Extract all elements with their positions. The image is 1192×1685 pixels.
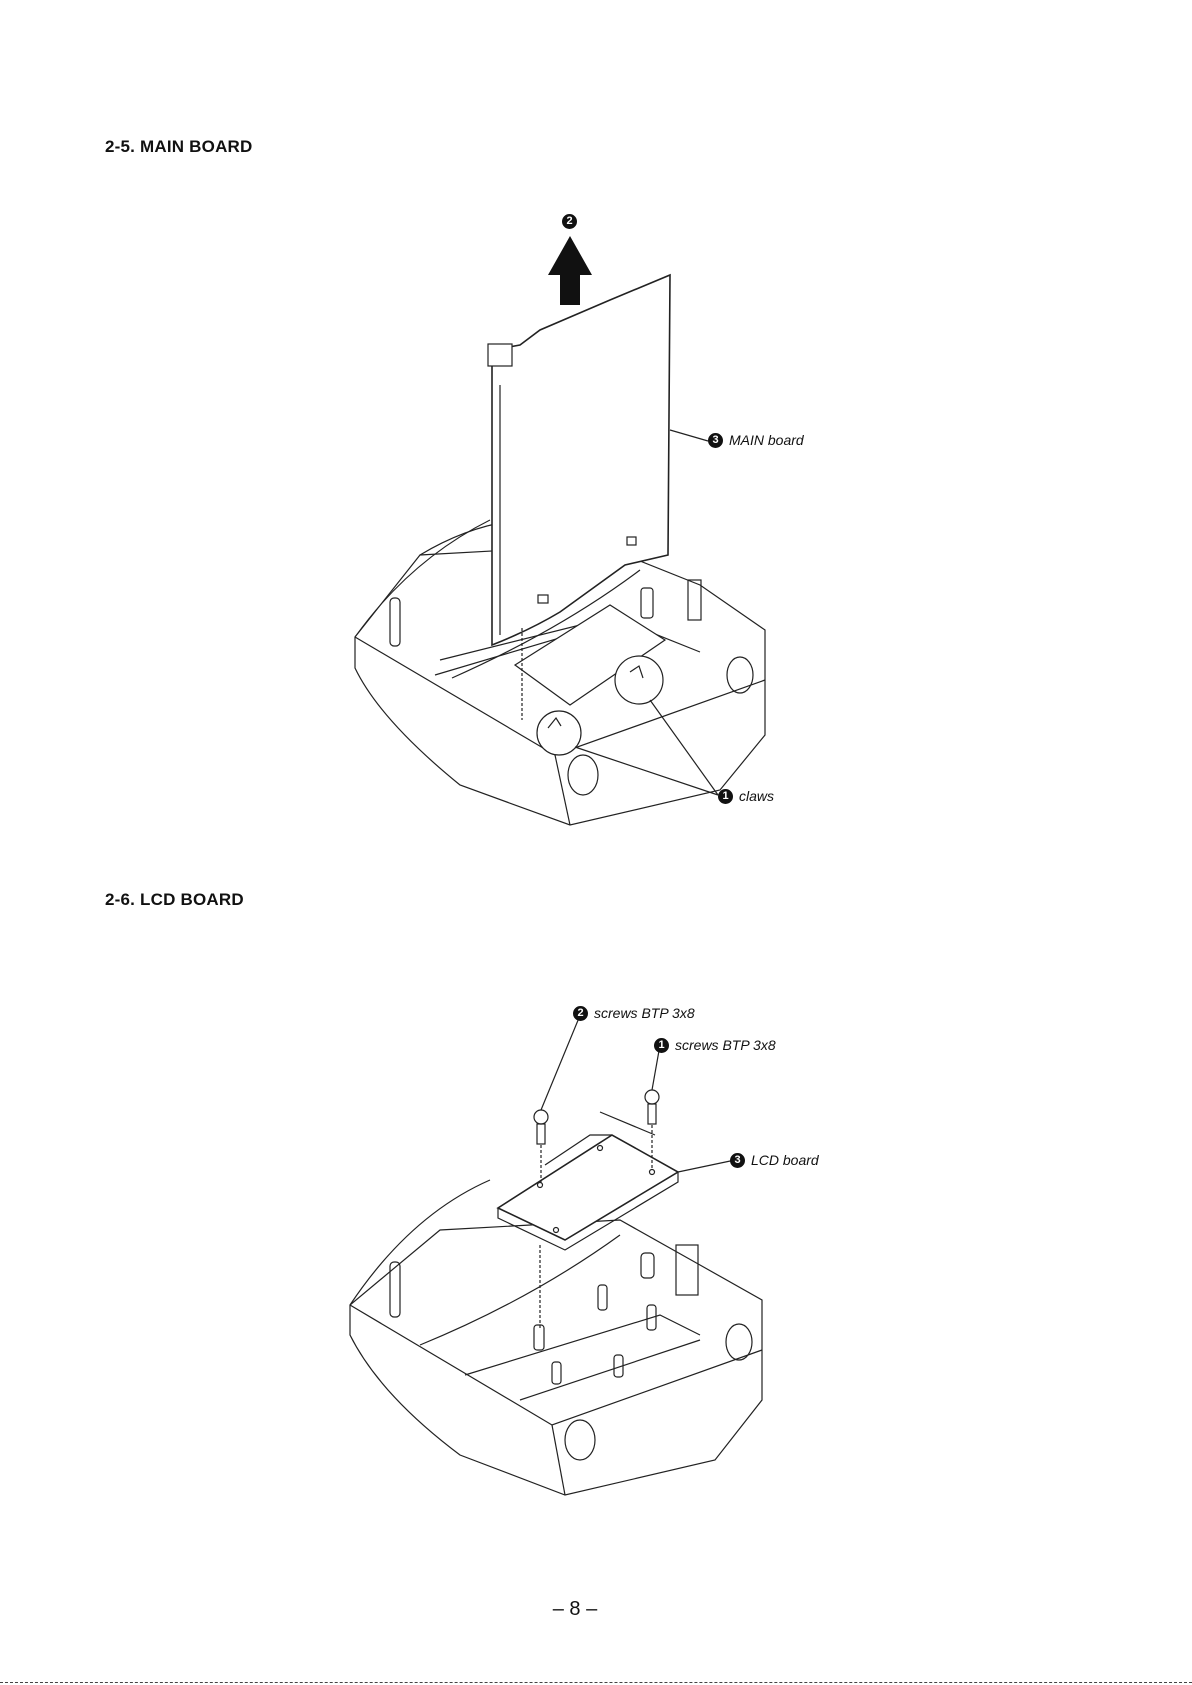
step-3-badge: 3 <box>730 1153 745 1168</box>
callout-screws-2-label: screws BTP 3x8 <box>594 1005 695 1021</box>
callout-lcd-board-label: LCD board <box>751 1152 819 1168</box>
step-1-badge: 1 <box>654 1038 669 1053</box>
callout-screws-1: 1 screws BTP 3x8 <box>654 1037 776 1053</box>
step-2-badge: 2 <box>573 1006 588 1021</box>
footer-divider <box>0 1682 1192 1683</box>
callout-screws-2: 2 screws BTP 3x8 <box>573 1005 695 1021</box>
callout-screws-1-label: screws BTP 3x8 <box>675 1037 776 1053</box>
callout-lcd-board: 3 LCD board <box>730 1152 819 1168</box>
page-number: – 8 – <box>0 1598 1150 1621</box>
